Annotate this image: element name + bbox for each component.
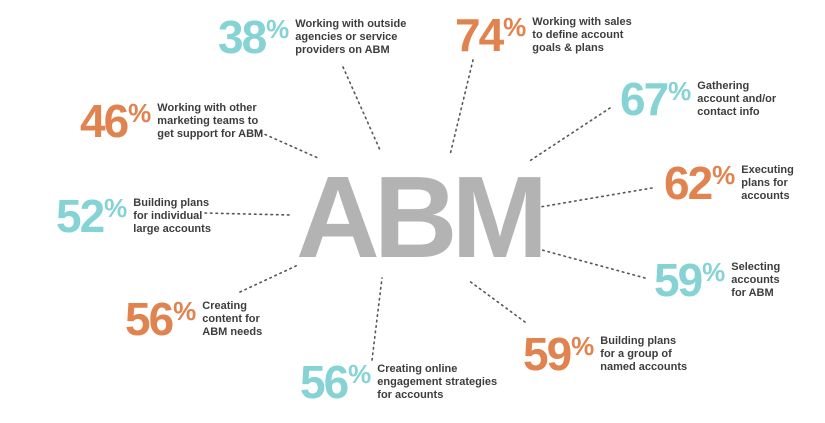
connector-named-accounts	[467, 279, 526, 323]
stat-percent: 59%	[654, 254, 725, 306]
connector-sales-goals	[449, 59, 474, 156]
connector-gathering-info	[527, 107, 611, 163]
connector-executing-plans	[539, 187, 653, 208]
connector-selecting-accounts	[541, 249, 646, 279]
connector-creating-content	[239, 264, 299, 293]
connector-online-engagement	[371, 277, 383, 361]
stat-percent: 46%	[80, 95, 151, 147]
stat-percent: 74%	[455, 9, 526, 61]
stat-percent: 56%	[125, 293, 196, 345]
stat-percent: 67%	[620, 73, 691, 125]
stat-percent: 52%	[56, 190, 127, 242]
abm-center-label: ABM	[296, 152, 548, 282]
stat-percent: 38%	[218, 11, 289, 63]
stat-percent: 56%	[300, 356, 371, 408]
connector-individual-accounts	[204, 212, 291, 216]
stat-percent: 59%	[523, 328, 594, 380]
stat-percent: 62%	[664, 157, 735, 209]
connector-other-teams	[254, 129, 319, 159]
connector-outside-agencies	[342, 66, 381, 151]
